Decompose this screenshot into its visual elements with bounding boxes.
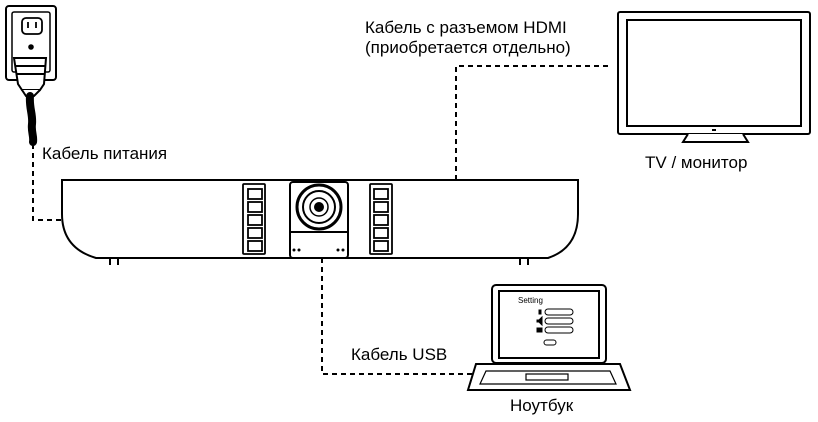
right-speaker-grill: [369, 183, 393, 255]
left-speaker-grill: [242, 183, 266, 255]
laptop-screen-title: Setting: [518, 296, 543, 305]
power-cable-dashed: [32, 144, 62, 221]
laptop: [466, 284, 632, 391]
hdmi-cable: [455, 65, 612, 180]
camera-module: [289, 181, 349, 259]
laptop-label: Ноутбук: [510, 396, 574, 415]
camera-icon: [536, 327, 543, 333]
power-cable-solid: [25, 92, 38, 146]
power-cable-label: Кабель питания: [42, 144, 168, 163]
tv-monitor: [617, 11, 811, 143]
usb-cable: [321, 258, 472, 375]
hdmi-cable-label-line1: Кабель с разъемом HDMI: [365, 18, 567, 37]
speaker-icon: [536, 315, 543, 327]
usb-cable-label: Кабель USB: [351, 345, 448, 364]
microphone-icon: [538, 309, 542, 315]
hdmi-cable-label-line2: (приобретается отдельно): [365, 38, 571, 57]
power-plug: [12, 57, 48, 97]
tv-monitor-label: TV / монитор: [645, 153, 748, 172]
laptop-settings-screen: Setting: [518, 296, 574, 346]
